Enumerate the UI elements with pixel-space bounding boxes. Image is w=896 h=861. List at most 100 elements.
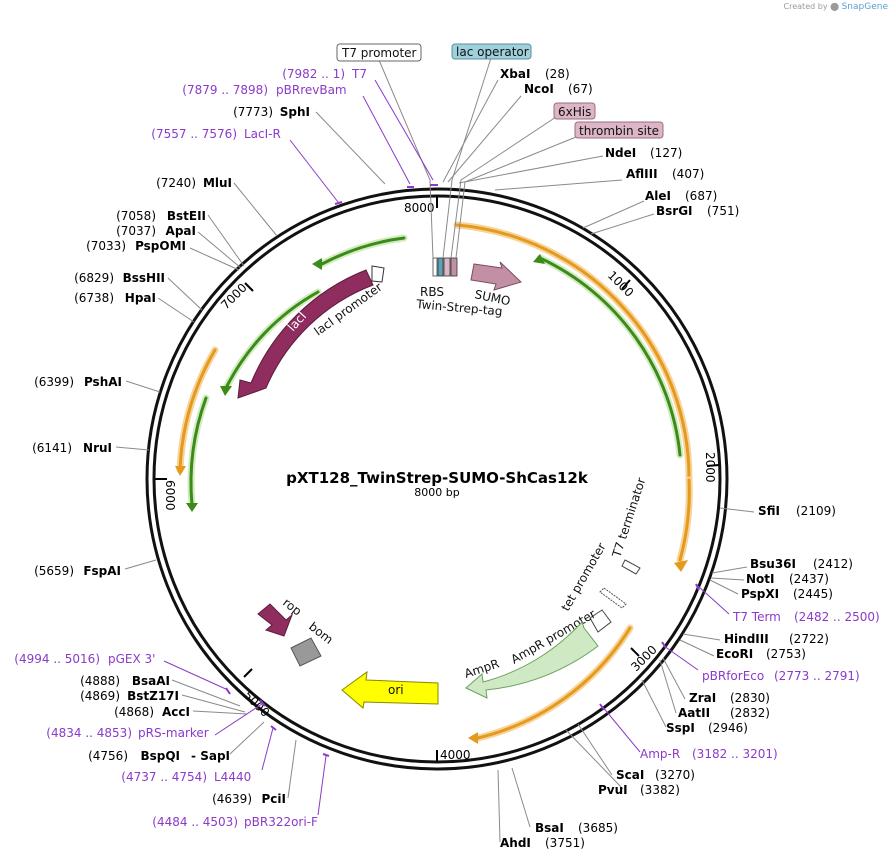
primer-l4440[interactable]: L4440 xyxy=(214,770,251,784)
primer-pbrrevbam-range: (7879 .. 7898) xyxy=(182,83,268,97)
enzyme-bsai[interactable]: BsaI xyxy=(535,821,564,835)
primer-t7term-range: (2482 .. 2500) xyxy=(794,610,880,624)
enzyme-pcii-pos: (4639) xyxy=(212,792,252,806)
enzyme-bsu36i[interactable]: Bsu36I xyxy=(750,557,796,571)
enzyme-noti[interactable]: NotI xyxy=(746,572,775,586)
laci-promoter-feature[interactable] xyxy=(371,265,385,283)
enzyme-ndei[interactable]: NdeI xyxy=(605,146,636,160)
enzyme-nrui[interactable]: NruI xyxy=(83,441,112,455)
top-feature-boxes: T7 promoter lac operator 6xHis thrombin … xyxy=(336,43,664,139)
enzyme-fspai-pos: (5659) xyxy=(34,564,74,578)
twin-strep-feature[interactable] xyxy=(443,257,451,277)
enzyme-sfii-pos: (2109) xyxy=(796,504,836,518)
enzyme-sfii[interactable]: SfiI xyxy=(758,504,780,518)
primer-pbrforeco-range: (2773 .. 2791) xyxy=(774,669,860,683)
t7-promoter-box-label: T7 promoter xyxy=(341,46,417,60)
primer-ampr[interactable]: Amp-R xyxy=(640,747,680,761)
enzyme-sspi-pos: (2946) xyxy=(708,721,748,735)
lac-operator-feature[interactable] xyxy=(437,257,444,277)
enzyme-pvui-pos: (3382) xyxy=(640,783,680,797)
enzyme-apai-pos: (7037) xyxy=(116,224,156,238)
enzyme-bsaai[interactable]: BsaAI xyxy=(132,674,170,688)
enzyme-sspi[interactable]: SspI xyxy=(666,721,695,735)
enzyme-alei-pos: (687) xyxy=(685,189,717,203)
enzyme-alei[interactable]: AleI xyxy=(645,189,671,203)
enzyme-bsteii[interactable]: BstEII xyxy=(167,209,206,223)
bom-feature[interactable] xyxy=(290,637,322,667)
ampr-promoter-feature[interactable] xyxy=(589,609,612,633)
laci-feature[interactable] xyxy=(237,269,374,399)
primer-prs-marker[interactable]: pRS-marker xyxy=(138,726,209,740)
thrombin-box-label: thrombin site xyxy=(579,124,659,138)
tick-6000: 6000 xyxy=(163,480,177,511)
primer-laci-r[interactable]: LacI-R xyxy=(244,127,281,141)
ampr-feature[interactable] xyxy=(465,621,599,699)
enzyme-mlui-pos: (7240) xyxy=(156,176,196,190)
orf-arcs xyxy=(176,221,693,742)
credit-prefix: Created by xyxy=(783,2,828,11)
enzyme-mlui[interactable]: MluI xyxy=(203,176,232,190)
enzyme-ahdi[interactable]: AhdI xyxy=(500,836,531,850)
ori-feature[interactable] xyxy=(341,670,439,709)
enzyme-ecori[interactable]: EcoRI xyxy=(716,647,753,661)
his-feature[interactable] xyxy=(450,257,458,277)
rbs-label: RBS xyxy=(420,285,444,299)
enzyme-psppomi[interactable]: PspOMI xyxy=(135,239,186,253)
enzyme-pvui[interactable]: PvuI xyxy=(598,783,628,797)
t7-terminator-feature[interactable] xyxy=(621,559,641,575)
enzyme-bspqi-pos: (4756) xyxy=(88,749,128,763)
rbs-feature[interactable] xyxy=(432,257,438,277)
enzyme-scai[interactable]: ScaI xyxy=(616,768,644,782)
primer-t7-range: (7982 .. 1) xyxy=(282,67,345,81)
enzyme-zrai[interactable]: ZraI xyxy=(689,691,716,705)
credit-brand: SnapGene xyxy=(841,2,888,12)
primer-t7term[interactable]: T7 Term xyxy=(732,610,781,624)
sumo-feature[interactable] xyxy=(470,261,522,291)
enzyme-fspai[interactable]: FspAI xyxy=(83,564,121,578)
enzyme-ncoi[interactable]: NcoI xyxy=(524,82,554,96)
enzyme-noti-pos: (2437) xyxy=(789,572,829,586)
enzyme-xbai[interactable]: XbaI xyxy=(500,67,530,81)
enzyme-ndei-pos: (127) xyxy=(650,146,682,160)
enzyme-bsshii[interactable]: BssHII xyxy=(123,271,165,285)
plasmid-name: pXT128_TwinStrep-SUMO-ShCas12k xyxy=(286,469,589,487)
enzyme-pshai[interactable]: PshAI xyxy=(84,375,122,389)
primer-pbrforeco[interactable]: pBRforEco xyxy=(702,669,764,683)
primer-pbr322ori-f[interactable]: pBR322ori-F xyxy=(244,815,318,829)
enzyme-afliii[interactable]: AflIII xyxy=(626,167,658,181)
enzyme-nrui-pos: (6141) xyxy=(32,441,72,455)
ori-label: ori xyxy=(388,683,404,697)
primer-pbrrevbam[interactable]: pBRrevBam xyxy=(276,83,347,97)
rop-feature[interactable] xyxy=(257,603,294,637)
rop-label: rop xyxy=(280,595,304,618)
enzyme-bspqi[interactable]: BspQI xyxy=(140,749,180,763)
enzyme-hindiii-pos: (2722) xyxy=(789,632,829,646)
enzyme-aatii-pos: (2832) xyxy=(730,706,770,720)
enzyme-aatii[interactable]: AatII xyxy=(678,706,710,720)
primer-t7[interactable]: T7 xyxy=(351,67,367,81)
his-box-label: 6xHis xyxy=(558,105,591,119)
primer-pgex3[interactable]: pGEX 3' xyxy=(108,652,155,666)
enzyme-labels-right: XbaI (28) NcoI (67) NdeI (127) AflIII (4… xyxy=(500,67,853,850)
enzyme-bsrgi[interactable]: BsrGI xyxy=(656,204,693,218)
enzyme-hindiii[interactable]: HindIII xyxy=(724,632,769,646)
enzyme-sapi[interactable]: - SapI xyxy=(191,749,230,763)
primer-pbr322ori-f-range: (4484 .. 4503) xyxy=(152,815,238,829)
enzyme-bsai-pos: (3685) xyxy=(578,821,618,835)
enzyme-afliii-pos: (407) xyxy=(672,167,704,181)
snapgene-credit: Created by ⬤ SnapGene xyxy=(784,2,888,12)
enzyme-bstz17i[interactable]: BstZ17I xyxy=(127,689,179,703)
t7-terminator-label: T7 terminator xyxy=(609,476,648,560)
tet-promoter-feature[interactable] xyxy=(599,587,627,609)
enzyme-hpai[interactable]: HpaI xyxy=(125,291,156,305)
enzyme-labels-left: (7773) SphI (7240) MluI (7058) BstEII (7… xyxy=(32,105,310,806)
enzyme-sphi[interactable]: SphI xyxy=(280,105,310,119)
enzyme-apai[interactable]: ApaI xyxy=(166,224,196,238)
enzyme-scai-pos: (3270) xyxy=(655,768,695,782)
snapgene-logo-icon: ⬤ xyxy=(830,2,840,11)
enzyme-pcii[interactable]: PciI xyxy=(262,792,287,806)
enzyme-acci[interactable]: AccI xyxy=(162,705,190,719)
enzyme-pspxi[interactable]: PspXI xyxy=(741,587,779,601)
primer-labels: (7982 .. 1) T7 (7879 .. 7898) pBRrevBam … xyxy=(14,67,879,829)
